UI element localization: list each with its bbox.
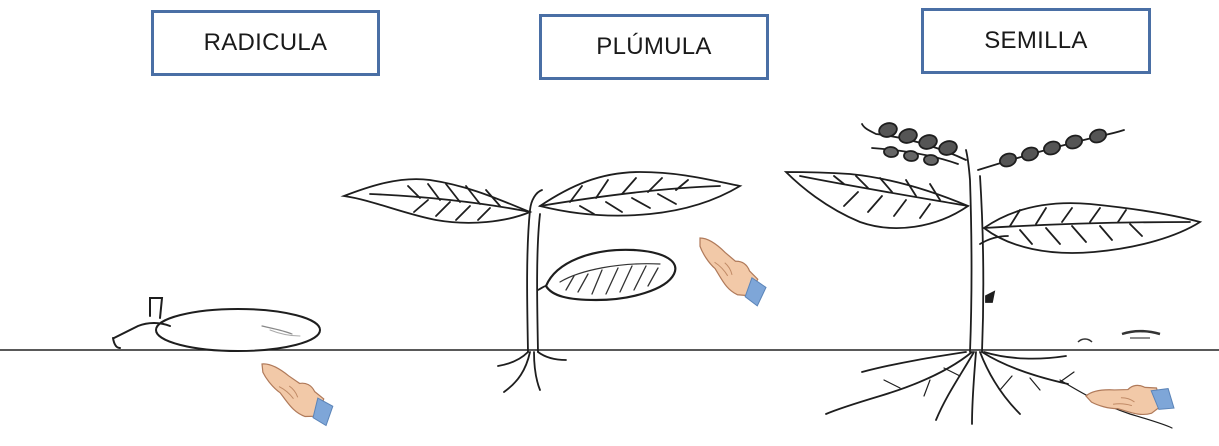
seed-coat-remnant [1078, 331, 1160, 342]
seedling-drawing [344, 172, 740, 392]
pointing-hand-icon [255, 363, 338, 426]
plant-drawing [786, 123, 1200, 428]
seed-drawing [113, 298, 320, 351]
pointing-hand-icon [687, 237, 773, 306]
pointing-hand-icon [1086, 360, 1178, 442]
